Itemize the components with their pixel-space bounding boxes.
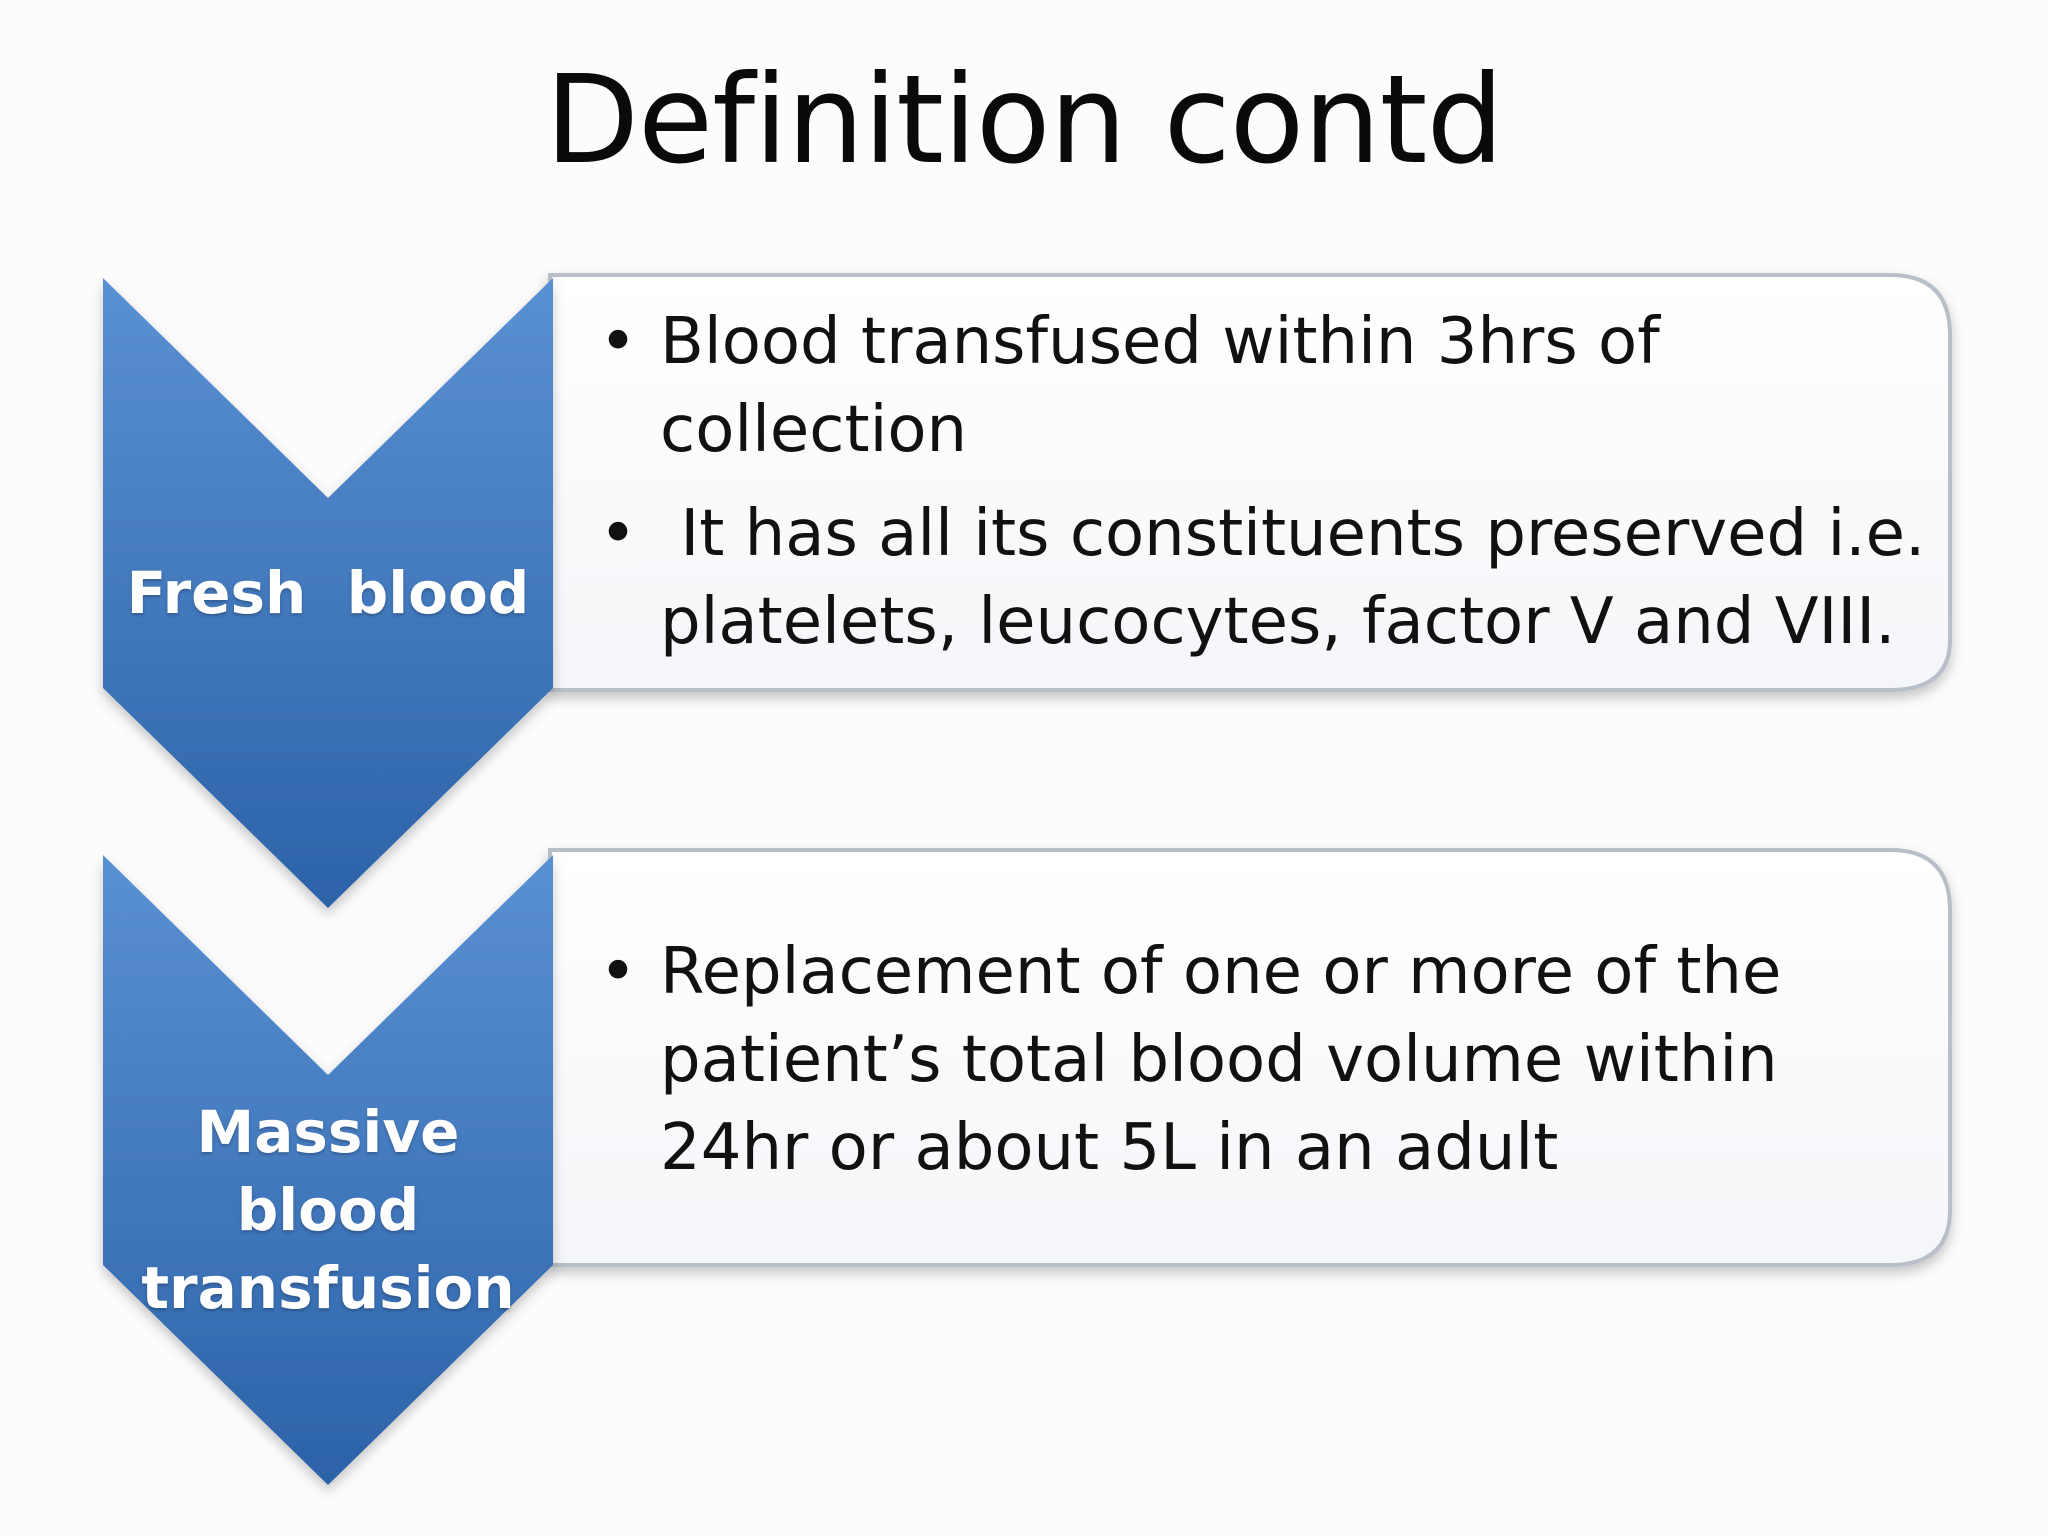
content-box-massive-transfusion bbox=[548, 848, 1952, 1267]
bullet-item: • Replacement of one or more of the pati… bbox=[598, 928, 1858, 1192]
bullet-text: Blood transfused within 3hrs of collecti… bbox=[660, 305, 1660, 467]
chevron-massive-transfusion bbox=[103, 855, 553, 1485]
content-massive-transfusion: • Replacement of one or more of the pati… bbox=[598, 928, 1858, 1208]
bullet-text: Replacement of one or more of the patien… bbox=[660, 935, 1782, 1185]
step-label-massive-transfusion: Massive blood transfusion bbox=[141, 1098, 515, 1322]
bullet-item: • Blood transfused within 3hrs of collec… bbox=[598, 298, 1928, 474]
bullet-dot-icon: • bbox=[599, 935, 637, 1009]
bullet-dot-icon: • bbox=[599, 497, 637, 571]
step-label-fresh-blood: Fresh blood bbox=[126, 559, 530, 627]
slide-title: Definition contd bbox=[545, 49, 1504, 191]
bullet-dot-icon: • bbox=[599, 305, 637, 379]
content-fresh-blood: • Blood transfused within 3hrs of collec… bbox=[598, 298, 1928, 682]
content-box-fresh-blood bbox=[548, 273, 1952, 692]
bullet-item: • It has all its constituents preserved … bbox=[598, 490, 1928, 666]
bullet-text: It has all its constituents preserved i.… bbox=[660, 497, 1946, 659]
chevron-fresh-blood bbox=[103, 278, 553, 908]
